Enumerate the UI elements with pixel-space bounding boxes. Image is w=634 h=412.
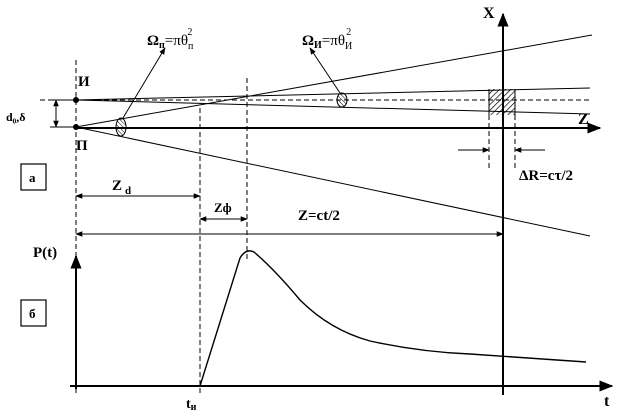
delta-r-label: ΔR=cτ/2 [519,168,573,184]
receiver-fov-bottom [75,126,591,237]
omega-i-pointer [309,47,341,94]
z-ct-label: Z=ct/2 [298,208,340,224]
omega-i-equals: =πθ [322,33,345,49]
t-i-sub: и [191,402,197,412]
omega-i-symbol: Ω [302,33,314,49]
omega-i-exponent: 2 [346,27,351,38]
omega-p-formula: Ωп=πθп 2 [147,27,194,52]
omega-i-subscript: И [314,40,322,51]
t-i-label: tи [186,397,197,412]
scattering-volume [489,89,515,115]
omega-p-exponent: 2 [187,27,192,38]
t-axis-label: t [604,393,610,410]
omega-p-equals: =πθ [165,33,188,49]
zd-label-sub: d [125,185,131,197]
return-signal-curve [199,250,587,387]
panel-a-box [20,163,47,191]
omega-p-pointer [122,47,166,119]
panel-b-label: б [29,306,36,321]
receiver-solid-angle-ellipse [115,117,127,137]
panel-b-box [20,299,47,327]
zf-label: Zф [214,200,232,215]
panel-a-label: а [29,170,36,185]
receiver-label: П [76,138,88,154]
p-axis-label: P(t) [33,245,57,261]
t-i-main: t [186,397,191,412]
zd-label-main: Z [112,178,122,194]
omega-p-subscript: п [159,40,165,51]
source-solid-angle-ellipse [336,92,348,108]
receiver-fov-top [75,34,593,128]
omega-p-theta-subscript: п [188,41,194,52]
axis-x-label: X [483,5,495,22]
axis-z-label: Z [578,111,589,128]
omega-p-symbol: Ω [147,33,159,49]
d0-label: d₀,δ [6,110,26,124]
omega-i-formula: ΩИ=πθИ2 [302,27,352,52]
omega-i-theta-subscript: И [345,41,352,52]
source-label: И [78,74,90,90]
